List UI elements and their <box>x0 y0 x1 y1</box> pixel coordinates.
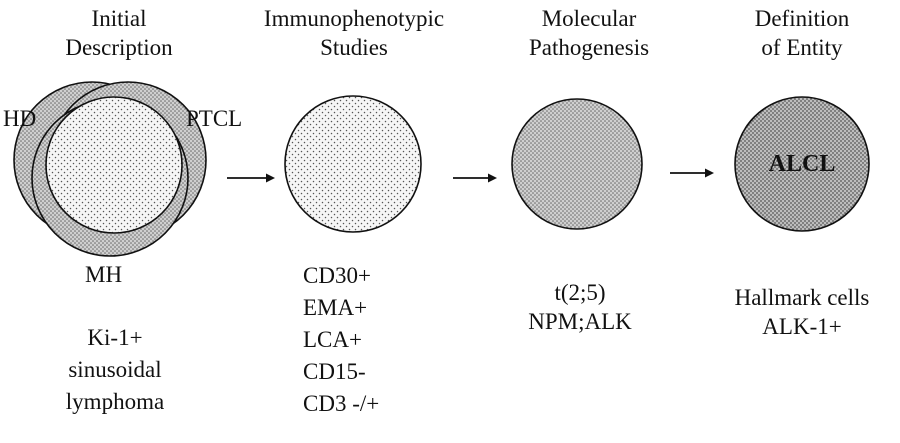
stage-2-title-line2: Studies <box>320 35 388 60</box>
entity-description-list: Hallmark cells ALK-1+ <box>712 283 892 341</box>
initial-description-line: sinusoidal <box>68 357 162 382</box>
stage-4-title-line1: Definition <box>754 6 850 31</box>
arrow-1 <box>227 173 275 183</box>
stage-4-header: Definition of Entity <box>692 4 900 62</box>
venn-label-ptcl: PTCL <box>186 106 243 131</box>
stage-1-title-line2: Description <box>65 35 173 60</box>
arrow-3 <box>670 168 714 178</box>
venn-label-mh: MH <box>85 262 123 287</box>
molecular-description-list: t(2;5) NPM;ALK <box>505 278 655 336</box>
entity-line: ALK-1+ <box>762 314 842 339</box>
venn-diagram <box>13 81 207 257</box>
stage-3-title-line1: Molecular <box>541 6 637 31</box>
marker-line: CD30+ <box>303 263 371 288</box>
initial-description-line: lymphoma <box>65 389 165 414</box>
initial-description-list: Ki-1+ sinusoidal lymphoma <box>40 322 190 418</box>
venn-circle-center <box>45 96 183 234</box>
molecular-line: NPM;ALK <box>528 309 632 334</box>
entity-line: Hallmark cells <box>734 285 870 310</box>
immunophenotypic-circle <box>284 95 422 233</box>
entity-circle-label: ALCL <box>768 151 836 177</box>
molecular-circle <box>511 98 643 230</box>
stage-4-title-line2: of Entity <box>761 35 843 60</box>
arrow-2 <box>453 173 497 183</box>
molecular-line: t(2;5) <box>554 280 606 305</box>
stage-1-title-line1: Initial <box>91 6 147 31</box>
stage-3-title-line2: Pathogenesis <box>528 35 650 60</box>
stage-3-header: Molecular Pathogenesis <box>479 4 699 62</box>
stage-1-header: Initial Description <box>9 4 229 62</box>
venn-label-hd: HD <box>3 106 37 131</box>
initial-description-line: Ki-1+ <box>87 325 143 350</box>
immunophenotype-marker-list: CD30+ EMA+ LCA+ CD15- CD3 -/+ <box>303 260 443 420</box>
stage-2-title-line1: Immunophenotypic <box>263 6 445 31</box>
marker-line: CD3 -/+ <box>303 391 380 416</box>
marker-line: LCA+ <box>303 327 362 352</box>
marker-line: CD15- <box>303 359 366 384</box>
marker-line: EMA+ <box>303 295 368 320</box>
stage-2-header: Immunophenotypic Studies <box>244 4 464 62</box>
entity-circle <box>734 96 870 232</box>
